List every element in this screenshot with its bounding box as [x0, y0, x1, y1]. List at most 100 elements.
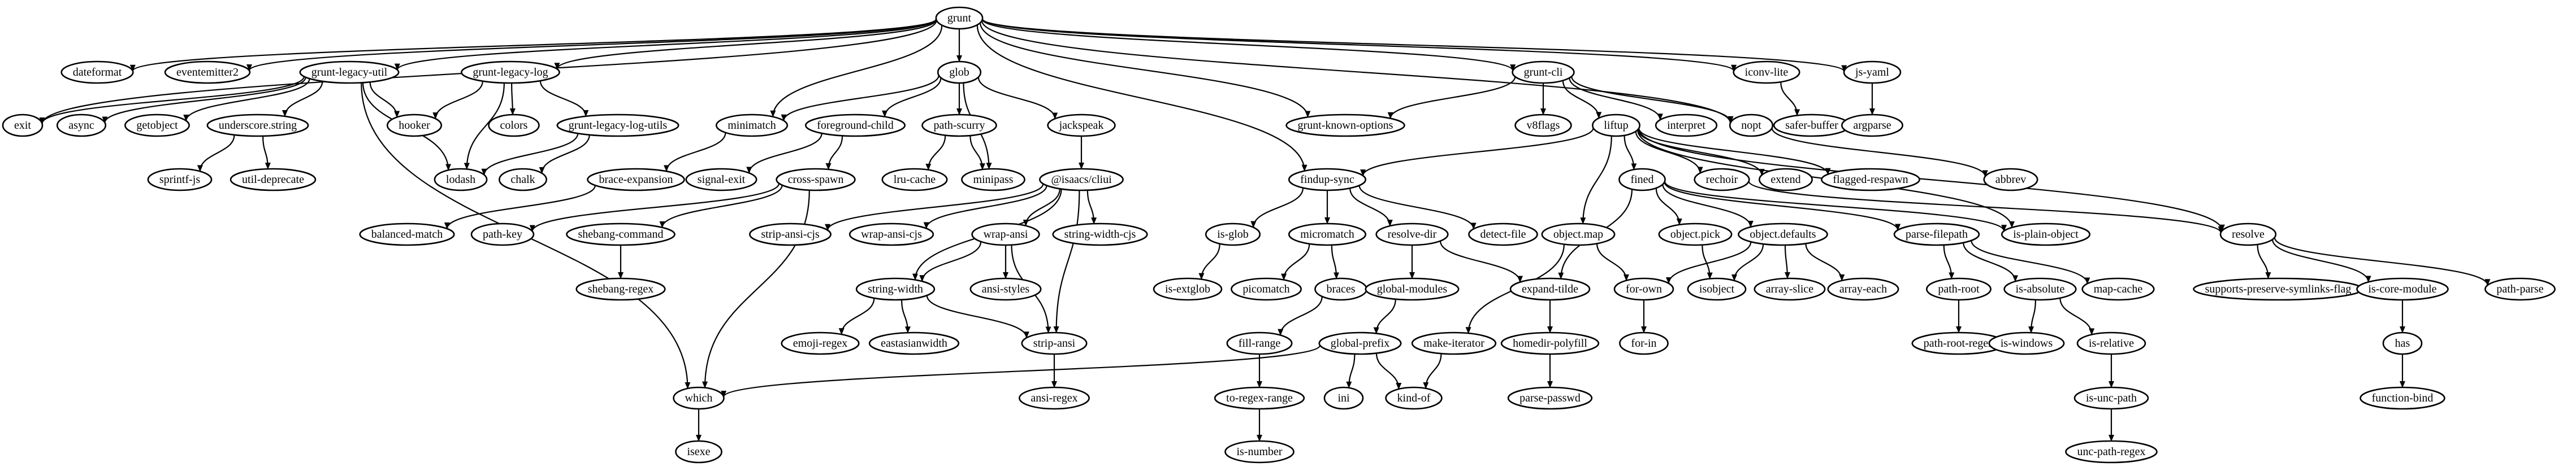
node-ellipse [2, 114, 44, 137]
edge [882, 77, 942, 117]
node-ellipse [969, 277, 1042, 301]
node-ellipse [556, 114, 679, 137]
node-label: grunt-known-options [1298, 119, 1393, 132]
edge-path [183, 78, 310, 121]
node-label: micromatch [1300, 228, 1354, 241]
node-ellipse [2001, 222, 2091, 246]
node-glob: glob [937, 60, 982, 84]
node-strip-ansi: strip-ansi [1021, 331, 1088, 355]
node-label: parse-passwd [1519, 392, 1581, 404]
edge [2272, 239, 2371, 283]
node-braces: braces [1314, 277, 1367, 301]
node-is-absolute: is-absolute [2003, 277, 2077, 301]
node-label: eventemitter2 [176, 66, 239, 78]
edge-path [539, 80, 589, 117]
edge-path [529, 183, 780, 232]
edge-path [882, 77, 942, 117]
edge [1387, 76, 1516, 119]
node-global-prefix: global-prefix [1318, 331, 1402, 355]
edge-path [1571, 76, 1734, 123]
node-isobject: isobject [1687, 277, 1747, 301]
edge [659, 185, 783, 228]
node-label: object.defaults [1750, 228, 1816, 241]
node-ellipse [1205, 222, 1261, 246]
node-ellipse [675, 440, 722, 464]
edge [1278, 296, 1323, 336]
edge-path [1943, 245, 1955, 280]
edge-path [1387, 76, 1516, 119]
edge-path [664, 132, 726, 172]
node-string-width-cjs: string-width-cjs [1052, 222, 1148, 246]
edge-path [1278, 296, 1323, 336]
node-label: isexe [687, 446, 710, 458]
edge [1638, 128, 2225, 232]
edge [529, 183, 780, 232]
node-label: isobject [1699, 283, 1735, 295]
node-path-key: path-key [470, 222, 535, 246]
node-picomatch: picomatch [1231, 277, 1302, 301]
node-to-regex-range: to-regex-range [1214, 386, 1305, 410]
node-label: colors [500, 119, 528, 132]
node-label: array-each [1839, 283, 1887, 295]
node-label: parse-filepath [1906, 228, 1968, 241]
node-detect-file: detect-file [1468, 222, 1538, 246]
node-label: supports-preserve-symlinks-flag [2205, 283, 2352, 295]
node-cross-spawn: cross-spawn [776, 168, 856, 191]
edge [1571, 76, 1734, 123]
node-ellipse [470, 222, 535, 246]
node-ellipse [1468, 222, 1538, 246]
node-ellipse [1318, 331, 1402, 355]
node-ellipse [587, 168, 685, 191]
node-label: unc-path-regex [2077, 446, 2145, 458]
node-ellipse [1988, 331, 2065, 355]
node-exit: exit [2, 114, 44, 137]
node-ellipse [359, 222, 455, 246]
node-for-own: for-own [1613, 277, 1674, 301]
edge [183, 78, 310, 121]
node-ellipse [2073, 386, 2149, 410]
edge [262, 136, 271, 170]
edge-path [444, 185, 596, 229]
node-ellipse [2003, 277, 2077, 301]
edge [981, 19, 1737, 72]
edge [554, 19, 937, 70]
edge-path [246, 19, 937, 71]
node-label: jackspeak [1059, 119, 1104, 132]
node-ellipse [1226, 331, 1293, 355]
node-label: underscore.string [219, 119, 297, 132]
node-object-defaults: object.defaults [1738, 222, 1828, 246]
edge-path [1623, 135, 1637, 171]
edge [1702, 245, 1713, 280]
edge [1638, 128, 1831, 175]
edge-path [1439, 241, 1523, 283]
node-extend: extend [1759, 168, 1813, 191]
node-fill-range: fill-range [1226, 331, 1293, 355]
node-label: minimatch [728, 119, 776, 132]
node-string-width: string-width [855, 277, 936, 301]
edge [246, 19, 937, 71]
edge [1375, 353, 1402, 390]
node-minipass: minipass [961, 168, 1025, 191]
node-ellipse [921, 114, 997, 137]
node-label: is-windows [2001, 337, 2053, 350]
edge [981, 18, 1847, 72]
node-ellipse [1507, 386, 1593, 410]
node-object-pick: object.pick [1658, 222, 1733, 246]
edge-path [2257, 244, 2271, 280]
node-label: fined [1630, 173, 1653, 186]
edge [721, 345, 1321, 398]
edge-path [746, 133, 822, 174]
edge-path [464, 82, 505, 170]
edge [664, 132, 726, 172]
node-ellipse [1021, 331, 1088, 355]
edge [770, 25, 943, 117]
node-make-iterator: make-iterator [1411, 331, 1497, 355]
edge-path [1053, 190, 1080, 333]
node-supports-preserve-symlinks-flag: supports-preserve-symlinks-flag [2193, 277, 2363, 301]
node-fined: fined [1618, 168, 1666, 191]
edge-path [1963, 242, 2019, 282]
edge [1963, 242, 2019, 282]
node-kind-of: kind-of [1385, 386, 1443, 410]
node-abbrev: abbrev [1983, 168, 2038, 191]
node-object-map: object.map [1541, 222, 1616, 246]
